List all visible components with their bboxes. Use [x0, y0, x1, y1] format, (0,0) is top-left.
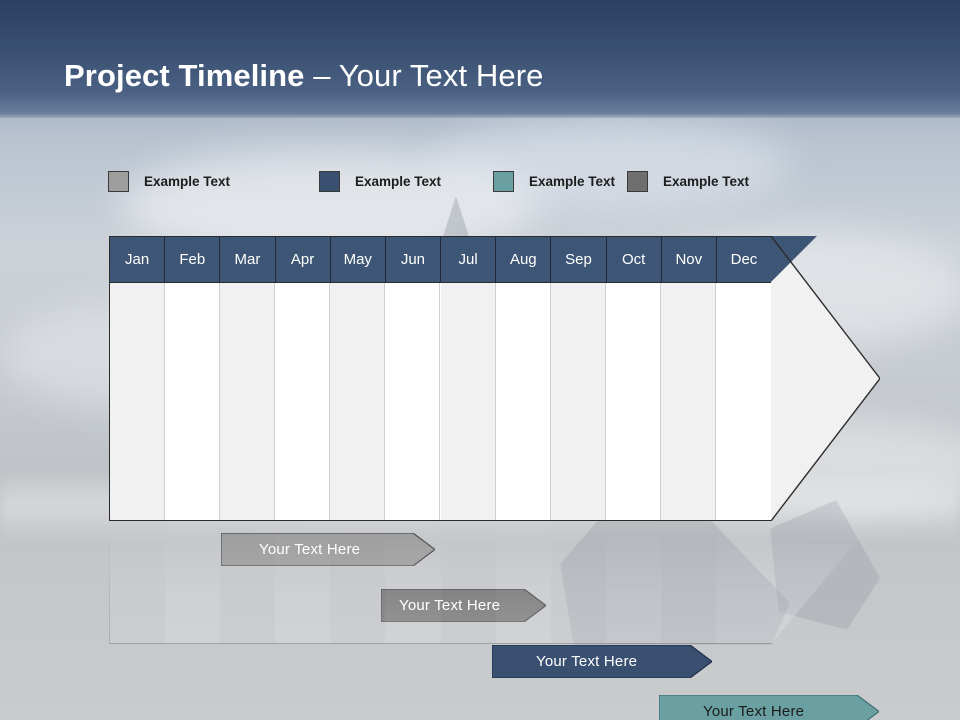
timeline-column-oct [605, 237, 661, 520]
month-cell-dec[interactable]: Dec [730, 251, 758, 268]
legend-item-label: Example Text [529, 173, 616, 189]
timeline-column-apr [275, 237, 331, 520]
timeline-column-dec [715, 237, 771, 520]
timeline-column-jul [440, 237, 496, 520]
timeline-column-mar [220, 237, 276, 520]
month-cell-jun[interactable]: Jun [386, 237, 442, 282]
header-divider [110, 282, 771, 283]
timeline-arrow-outline [771, 236, 880, 521]
task-bar-label: Your Text Here [259, 541, 361, 558]
reflection-stripe [550, 524, 606, 643]
task-bar-2[interactable]: Your Text Here [381, 589, 546, 622]
page-title: Project Timeline – Your Text Here [64, 58, 543, 94]
timeline-arrow-head [771, 236, 880, 521]
legend-item-1[interactable]: Example Text [108, 168, 230, 194]
month-cell-feb[interactable]: Feb [165, 237, 221, 282]
page-title-separator: – [304, 58, 339, 93]
legend-item-4[interactable]: Example Text [627, 168, 749, 194]
month-cell-mar[interactable]: Mar [220, 237, 276, 282]
timeline-column-nov [660, 237, 716, 520]
task-bar-shape [221, 533, 435, 566]
reflection-stripe [440, 524, 496, 643]
month-cell-aug[interactable]: Aug [496, 237, 552, 282]
cloud-shape [430, 120, 790, 210]
legend-item-label: Example Text [144, 173, 231, 189]
task-bar-label: Your Text Here [703, 703, 805, 720]
month-cell-jan[interactable]: Jan [110, 237, 166, 282]
task-bar-1[interactable]: Your Text Here [221, 533, 435, 566]
legend-item-2[interactable]: Example Text [319, 168, 441, 194]
legend-swatch-icon [108, 170, 129, 192]
month-cell-may[interactable]: May [331, 237, 386, 282]
task-bar-shape [381, 589, 546, 622]
task-bar-shape [492, 645, 712, 678]
task-bar-3[interactable]: Your Text Here [492, 645, 712, 678]
reflection-stripe [110, 524, 166, 643]
chart-reflection-arrow [771, 524, 880, 644]
month-cell-nov[interactable]: Nov [662, 237, 717, 282]
title-banner: Project Timeline – Your Text Here [0, 0, 960, 118]
reflection-stripe [660, 524, 716, 643]
timeline-column-jun [385, 237, 441, 520]
legend-swatch-icon [319, 170, 340, 192]
month-cell-jul[interactable]: Jul [441, 237, 497, 282]
page-title-strong: Project Timeline [64, 58, 305, 93]
legend-item-label: Example Text [663, 173, 750, 189]
month-cell-apr[interactable]: Apr [276, 237, 331, 282]
timeline-column-jan [110, 237, 166, 520]
month-cell-sep[interactable]: Sep [551, 237, 607, 282]
legend-item-3[interactable]: Example Text [493, 168, 615, 194]
timeline-column-feb [165, 237, 221, 520]
legend-item-label: Example Text [355, 173, 442, 189]
page-title-light: Your Text Here [338, 58, 544, 93]
task-bar-label: Your Text Here [536, 653, 638, 670]
chart-reflection-body [109, 524, 772, 644]
task-bar-label: Your Text Here [399, 597, 501, 614]
task-bar-4[interactable]: Your Text Here [659, 695, 879, 720]
legend-swatch-icon [493, 170, 514, 192]
timeline-column-may [330, 237, 386, 520]
legend: Example Text Example Text Example Text E… [108, 168, 828, 194]
timeline-column-sep [550, 237, 606, 520]
timeline-column-aug [495, 237, 551, 520]
month-cell-oct[interactable]: Oct [607, 237, 662, 282]
legend-swatch-icon [627, 170, 648, 192]
